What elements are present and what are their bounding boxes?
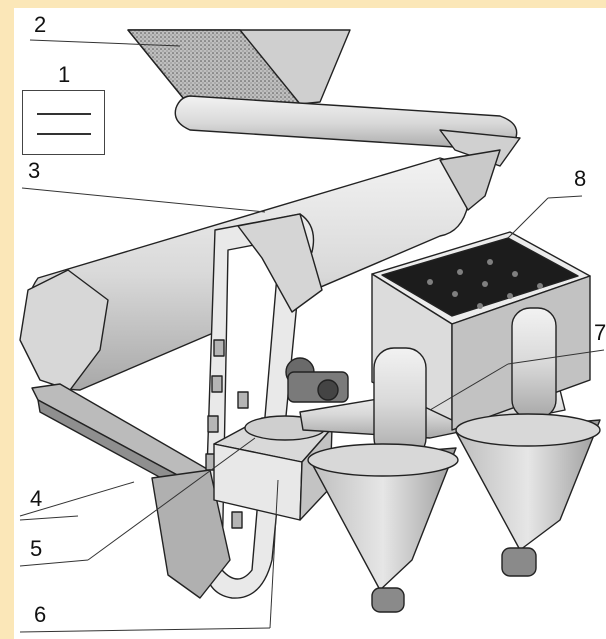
callout-2: 2	[34, 12, 47, 37]
legend-line	[37, 113, 91, 115]
callout-7: 7	[594, 320, 606, 345]
callout-4: 4	[30, 486, 43, 511]
feed-hopper	[127, 29, 351, 105]
legend-box	[22, 90, 105, 155]
cyclone-right	[455, 307, 601, 577]
leader-lines	[19, 39, 605, 633]
callout-8: 8	[574, 166, 587, 191]
legend-line	[37, 133, 91, 135]
callout-1: 1	[58, 62, 71, 87]
callout-6: 6	[34, 602, 47, 627]
callout-5: 5	[30, 536, 43, 561]
callout-3: 3	[28, 158, 41, 183]
top-belt-conveyor	[174, 95, 521, 167]
cyclone-left	[307, 347, 459, 613]
discharge-chute	[151, 469, 231, 599]
